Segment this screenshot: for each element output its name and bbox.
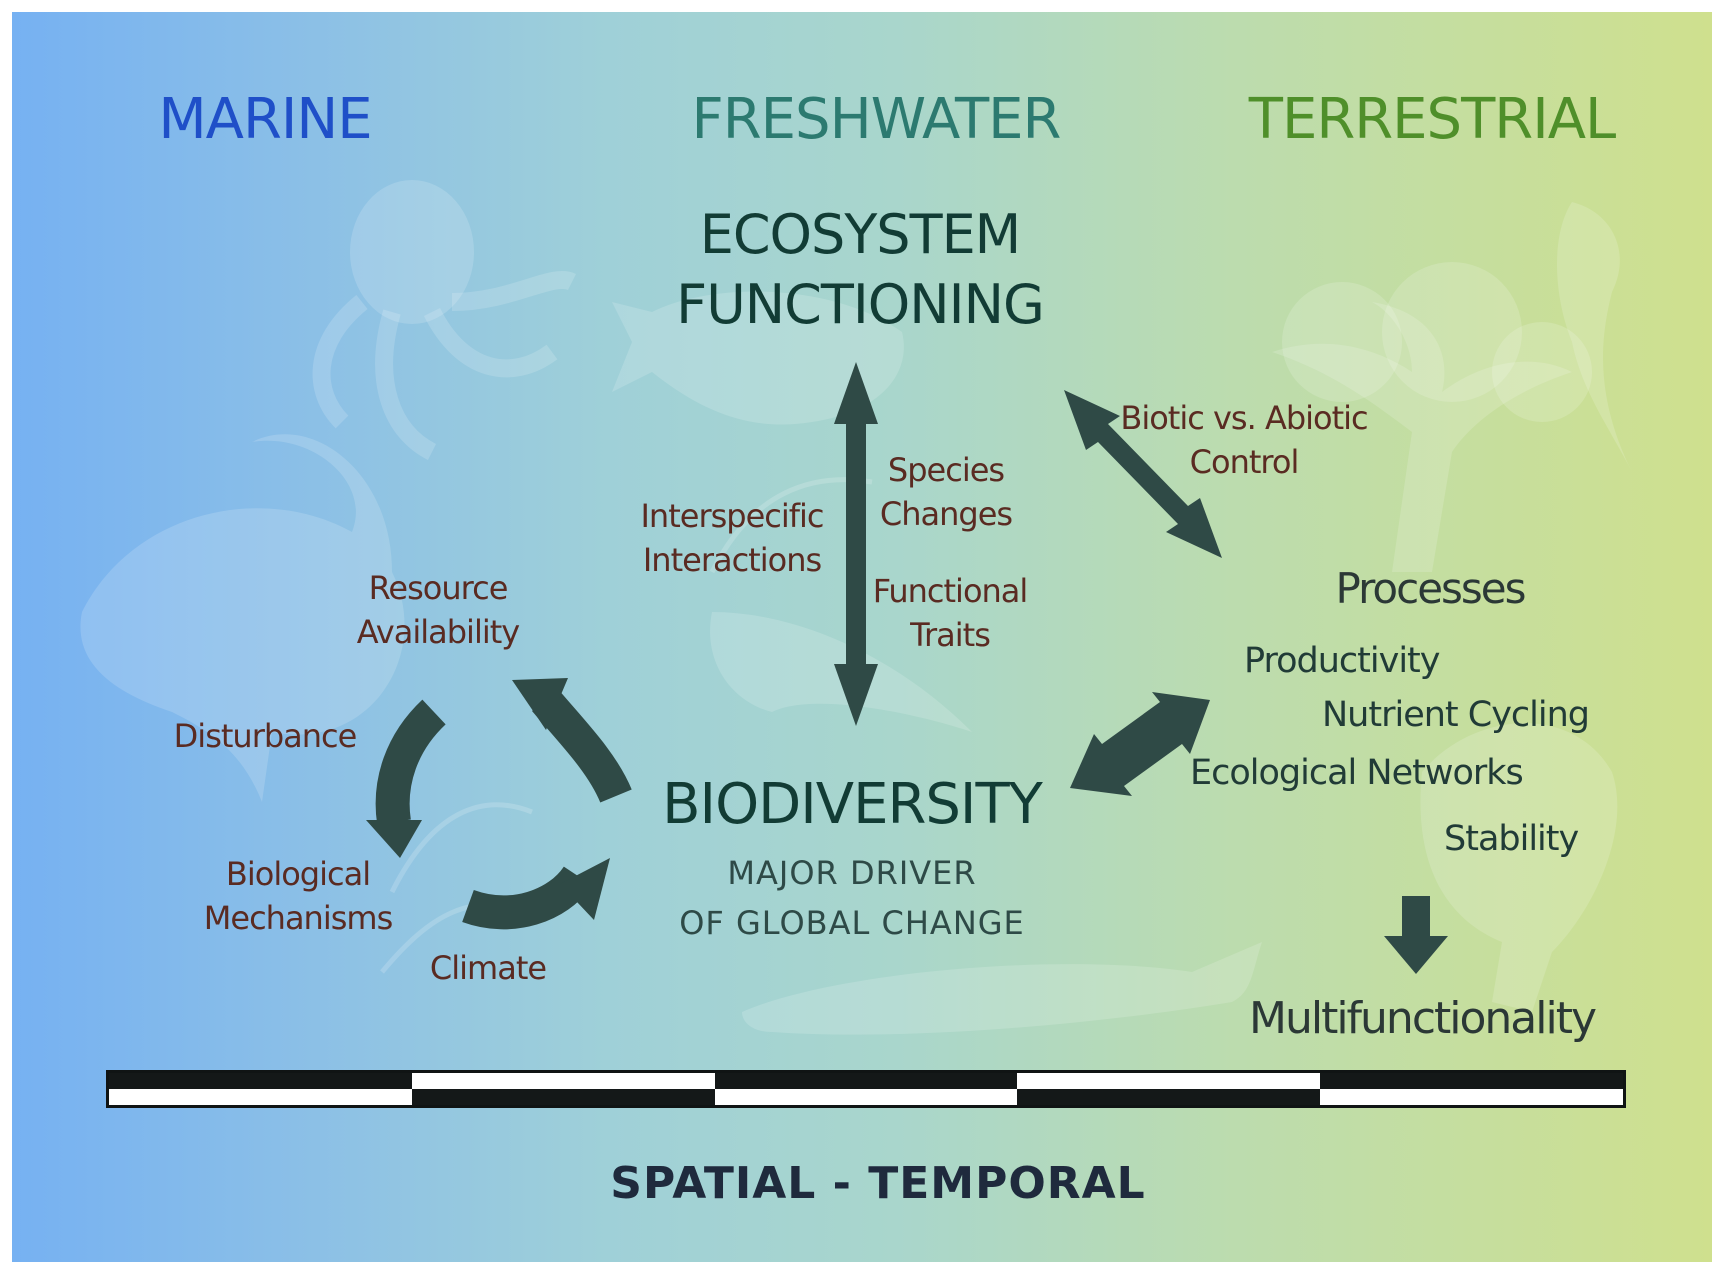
diagram-panel: MARINE FRESHWATER TERRESTRIAL ECOSYSTEM …	[12, 12, 1712, 1262]
down-arrow	[1384, 896, 1448, 974]
ecosystem-title-line2: FUNCTIONING	[676, 273, 1045, 336]
biotic-double-arrow	[1064, 390, 1222, 558]
climate-label: Climate	[429, 949, 547, 987]
background-silhouettes	[80, 180, 1632, 1035]
interspecific-label-line2: Interactions	[642, 541, 822, 579]
spatial-temporal-scale-bar	[106, 1070, 1626, 1108]
multifunctionality-label: Multifunctionality	[1249, 993, 1597, 1044]
bird-silhouette	[1557, 202, 1632, 472]
biodiversity-subtitle-line2: OF GLOBAL CHANGE	[679, 904, 1025, 942]
marine-heading: MARINE	[158, 87, 372, 152]
process-nutrient-cycling: Nutrient Cycling	[1322, 695, 1590, 735]
arrows-layer	[366, 362, 1448, 974]
processes-title: Processes	[1335, 564, 1526, 613]
cycle-arrow-bottom	[462, 865, 593, 930]
cycle-arrowhead-top	[512, 678, 568, 730]
biological-label-line2: Mechanisms	[203, 899, 393, 937]
resource-label-line1: Resource	[368, 569, 509, 607]
resource-label-line2: Availability	[356, 613, 520, 651]
biological-label-line1: Biological	[225, 855, 371, 893]
scale-label: SPATIAL - TEMPORAL	[610, 1158, 1146, 1209]
process-stability: Stability	[1444, 819, 1579, 859]
biodiversity-title: BIODIVERSITY	[662, 772, 1043, 837]
freshwater-heading: FRESHWATER	[691, 87, 1062, 152]
biodiversity-subtitle-line1: MAJOR DRIVER	[727, 854, 977, 892]
crocodile-silhouette	[742, 942, 1262, 1035]
biotic-label-line1: Biotic vs. Abiotic	[1120, 399, 1368, 437]
vertical-double-arrow	[834, 362, 878, 726]
processes-double-arrow	[1070, 692, 1210, 796]
octopus-silhouette	[350, 180, 474, 324]
functional-label-line1: Functional	[872, 572, 1029, 610]
species-label-line1: Species	[887, 451, 1005, 489]
biotic-label-line2: Control	[1189, 443, 1300, 481]
cycle-arrowhead-left	[366, 820, 422, 858]
fish-silhouette	[612, 291, 904, 425]
terrestrial-heading: TERRESTRIAL	[1248, 87, 1616, 152]
goat-silhouette	[1420, 723, 1618, 1012]
interspecific-label-line1: Interspecific	[640, 497, 824, 535]
species-label-line2: Changes	[879, 495, 1013, 533]
ecosystem-title-line1: ECOSYSTEM	[699, 203, 1022, 266]
functional-label-line2: Traits	[910, 616, 991, 654]
tree-silhouette	[1272, 302, 1572, 572]
process-productivity: Productivity	[1244, 641, 1440, 681]
cycle-arrow-left	[375, 699, 446, 825]
disturbance-label: Disturbance	[173, 717, 358, 755]
sunfish-silhouette	[80, 434, 405, 802]
process-ecological-networks: Ecological Networks	[1190, 753, 1524, 793]
cycle-arrow-top	[532, 689, 632, 803]
cycle-arrowhead-bottom	[560, 858, 610, 920]
